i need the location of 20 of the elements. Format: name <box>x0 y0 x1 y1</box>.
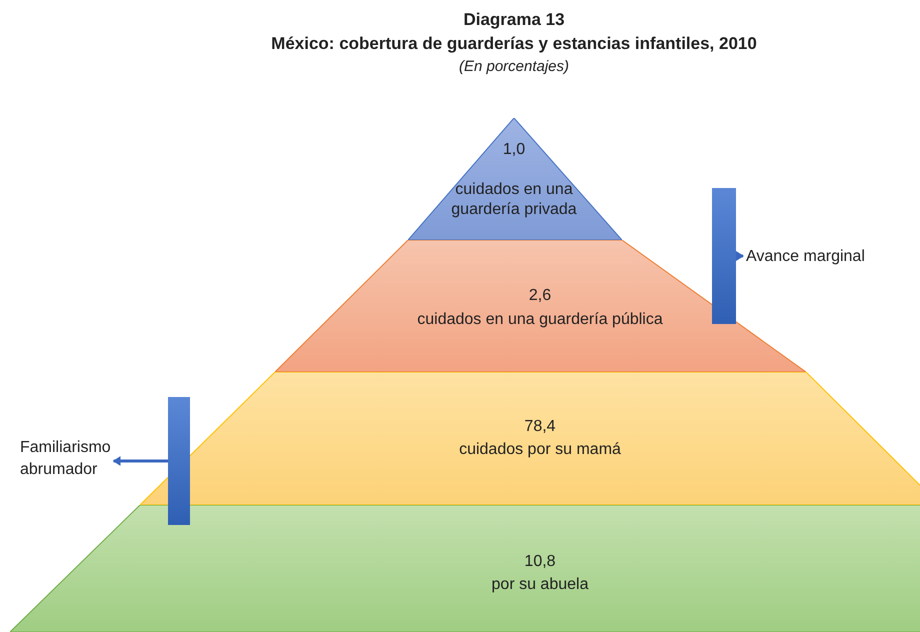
layer-label: cuidados en una guardería privada <box>450 180 578 220</box>
layer-label: por su abuela <box>490 575 590 595</box>
arrow <box>736 251 744 261</box>
diagram-title: Diagrama 13 <box>462 10 566 30</box>
annotation-text: Familiarismo abrumador <box>20 437 160 481</box>
pyramid-layer <box>10 505 920 632</box>
vertical-bar <box>168 397 190 525</box>
arrow <box>112 456 168 466</box>
annotation-text: Avance marginal <box>746 246 920 268</box>
diagram-subtitle: México: cobertura de guarderías y estancias infantiles, 2010 <box>270 34 758 54</box>
value-label: 1,0 <box>502 140 526 160</box>
pyramid-layer <box>408 118 622 240</box>
value-label: 10,8 <box>523 552 557 572</box>
layer-label: cuidados por su mamá <box>458 440 622 460</box>
vertical-bar <box>712 188 736 324</box>
unit-note: (En porcentajes) <box>458 58 570 75</box>
value-label: 2,6 <box>528 286 552 306</box>
pyramid-layer <box>140 372 920 505</box>
layer-label: cuidados en una guardería pública <box>416 310 664 330</box>
value-label: 78,4 <box>523 417 557 437</box>
